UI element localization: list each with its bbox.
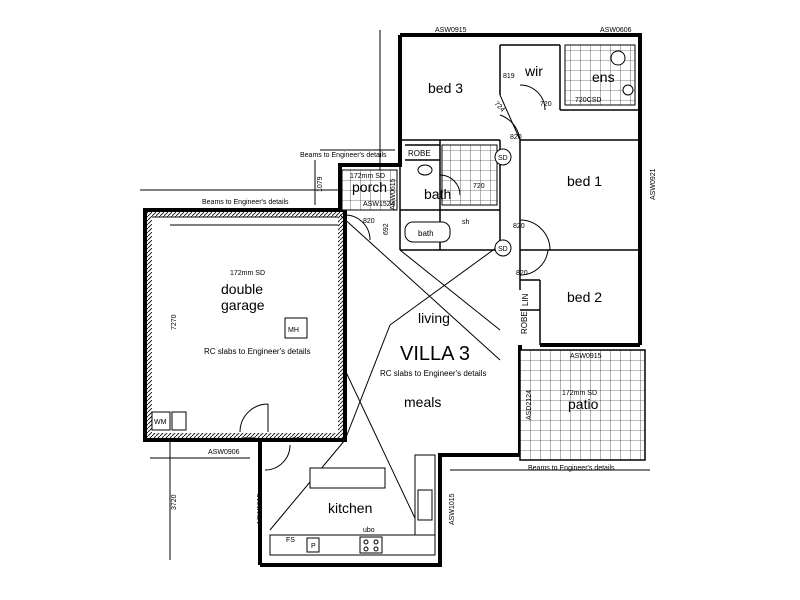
door-720-a: 720 [540,101,552,108]
sd-label-2: SD [498,246,508,253]
garage-door-swing [239,403,269,433]
window-asw1515: ASW1515 [257,493,264,525]
mh-label: MH [288,327,299,334]
window-asw1524: ASW1524 [363,201,395,208]
door-820-f: 820 [292,437,304,444]
door-820-c: 820 [516,270,528,277]
window-asd2124: ASD2124 [526,390,533,420]
room-ens: ens [592,69,615,85]
bath-basin [417,164,433,176]
room-bath: bath [424,186,451,202]
kitchen-island [309,467,386,489]
garage-zone [143,208,347,442]
smoke-detector-1 [494,148,512,166]
ubo-label: ubo [363,527,375,534]
door-720-b: 720 [473,183,485,190]
room-garage-line2: garage [221,297,265,313]
door-720csd: 720CSD [575,97,601,104]
door-820-e: 820 [243,437,255,444]
door-820-b: 820 [513,223,525,230]
room-patio: patio [568,396,599,412]
door-819: 819 [503,73,515,80]
window-asw0906: ASW0906 [208,449,240,456]
ensuite-basin [610,50,626,66]
door-820-d: 820 [363,218,375,225]
pantry-box [306,537,320,553]
washing-machine-box [151,411,171,431]
room-living: living [418,310,450,326]
tub-box [171,411,187,431]
door-692: 692 [383,223,390,235]
robe-label-2: ROBE [520,311,529,334]
cooktop [359,536,383,554]
window-asw1015: ASW1015 [449,493,456,525]
room-meals: meals [404,394,441,410]
pantry-label: P [311,543,316,550]
villa-title: VILLA 3 [400,343,470,365]
bath-tub [404,221,451,243]
kitchen-sink [417,489,433,521]
dim-3720: 3720 [171,494,178,510]
porch-tile [341,169,398,211]
dim-1079: 1079 [317,176,324,192]
room-garage-line1: double [221,281,263,297]
room-wir: wir [524,63,543,79]
beams-porch-note: Beams to Engineer's details [300,152,387,159]
dim-7270: 7270 [171,314,178,330]
room-porch: porch [352,179,387,195]
linen-label: LIN [521,293,530,306]
shower-label: sh [462,219,470,226]
room-bed3: bed 3 [428,80,463,96]
beams-patio-note: Beams to Engineer's details [528,465,615,472]
manhole-box [284,317,308,339]
bath-tub-label: bath [418,229,434,238]
robe-label-1: ROBE [408,149,431,158]
patio-slab-label: 172mm SD [562,390,597,397]
ensuite-toilet [622,84,634,96]
beams-garage-note: Beams to Engineer's details [202,199,289,206]
fs-label: FS [286,537,295,544]
slab-note-main: RC slabs to Engineer's details [380,369,486,378]
kitchen-fixtures [269,454,436,556]
window-asw0606: ASW0606 [600,27,632,34]
room-bed1: bed 1 [567,173,602,189]
door-820-a: 820 [510,134,522,141]
sd-label-1: SD [498,155,508,162]
door-724: 724 [493,100,506,113]
porch-slab-label: 172mm SD [350,173,385,180]
window-asw0915: ASW0915 [570,353,602,360]
window-asw0615: ASW0615 [390,178,397,210]
window-asw0921: ASW0921 [650,168,657,200]
room-bed2: bed 2 [567,289,602,305]
room-kitchen: kitchen [328,500,372,516]
door-swings [264,84,551,471]
window-asw0915-top: ASW0915 [435,27,467,34]
garage-slab-thickness: 172mm SD [230,270,265,277]
smoke-detector-2 [494,239,512,257]
wm-label: WM [154,419,167,426]
garage-slab-note: RC slabs to Engineer's details [204,347,310,356]
